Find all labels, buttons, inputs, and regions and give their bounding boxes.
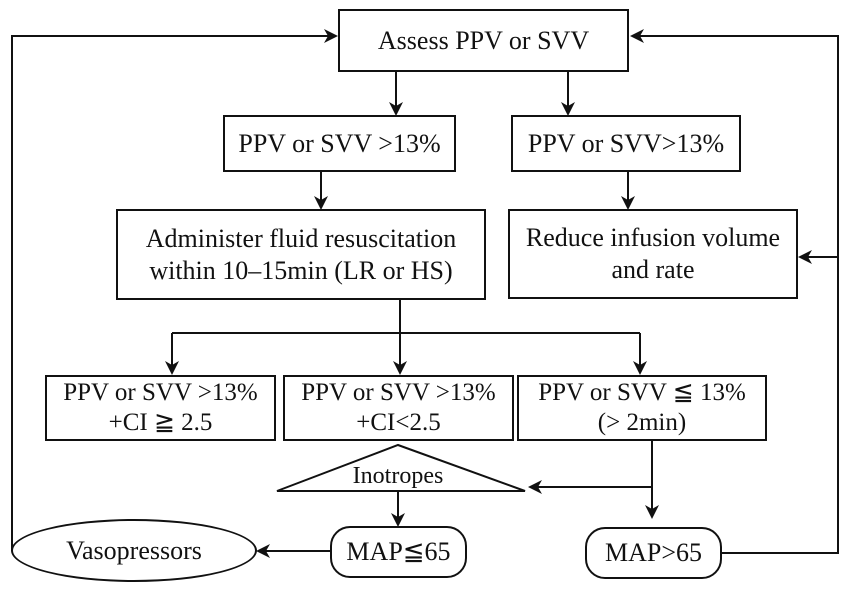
case2-line-2: +CI<2.5 (356, 409, 441, 436)
case3-line-2: (> 2min) (597, 409, 687, 436)
splitter-line (172, 300, 640, 334)
assess-label: Assess PPV or SVV (377, 25, 590, 55)
inotropes-triangle (276, 443, 526, 492)
loop-left (11, 29, 338, 551)
ppv-high-label: PPV or SVV >13% (238, 128, 441, 158)
map-low-label: MAP≦65 (346, 537, 451, 567)
map-high-label: MAP>65 (604, 538, 703, 568)
fluid-resuscitation-box: Administer fluid resuscitation within 10… (116, 209, 486, 300)
ppv-branch-label: PPV or SVV>13% (527, 128, 725, 158)
loop-right (630, 29, 839, 554)
inotropes-label: Inotropes (352, 463, 444, 489)
case1-line-1: PPV or SVV >13% (63, 378, 258, 406)
case-ppv-low-box: PPV or SVV ≦ 13% (> 2min) (517, 375, 767, 441)
ppv-branch-box: PPV or SVV>13% (511, 115, 741, 172)
ppv-high-box: PPV or SVV >13% (223, 115, 456, 172)
map-low-box: MAP≦65 (330, 526, 467, 578)
fluid-line-2: within 10–15min (LR or HS) (149, 255, 453, 285)
reduce-line-1: Reduce infusion volume (525, 223, 781, 253)
vasopressors-oval: Vasopressors (11, 519, 257, 582)
reduce-infusion-box: Reduce infusion volume and rate (508, 209, 798, 299)
case-ci-high-box: PPV or SVV >13% +CI ≧ 2.5 (45, 375, 276, 441)
case3-line-1: PPV or SVV ≦ 13% (538, 378, 746, 406)
case2-line-1: PPV or SVV >13% (301, 378, 496, 406)
vasopressors-label: Vasopressors (66, 535, 202, 565)
case1-line-2: +CI ≧ 2.5 (108, 409, 213, 436)
map-high-box: MAP>65 (585, 527, 722, 579)
fluid-line-1: Administer fluid resuscitation (145, 223, 457, 253)
case-ci-low-box: PPV or SVV >13% +CI<2.5 (283, 375, 514, 441)
reduce-line-2: and rate (611, 255, 695, 284)
assess-box: Assess PPV or SVV (338, 9, 629, 72)
